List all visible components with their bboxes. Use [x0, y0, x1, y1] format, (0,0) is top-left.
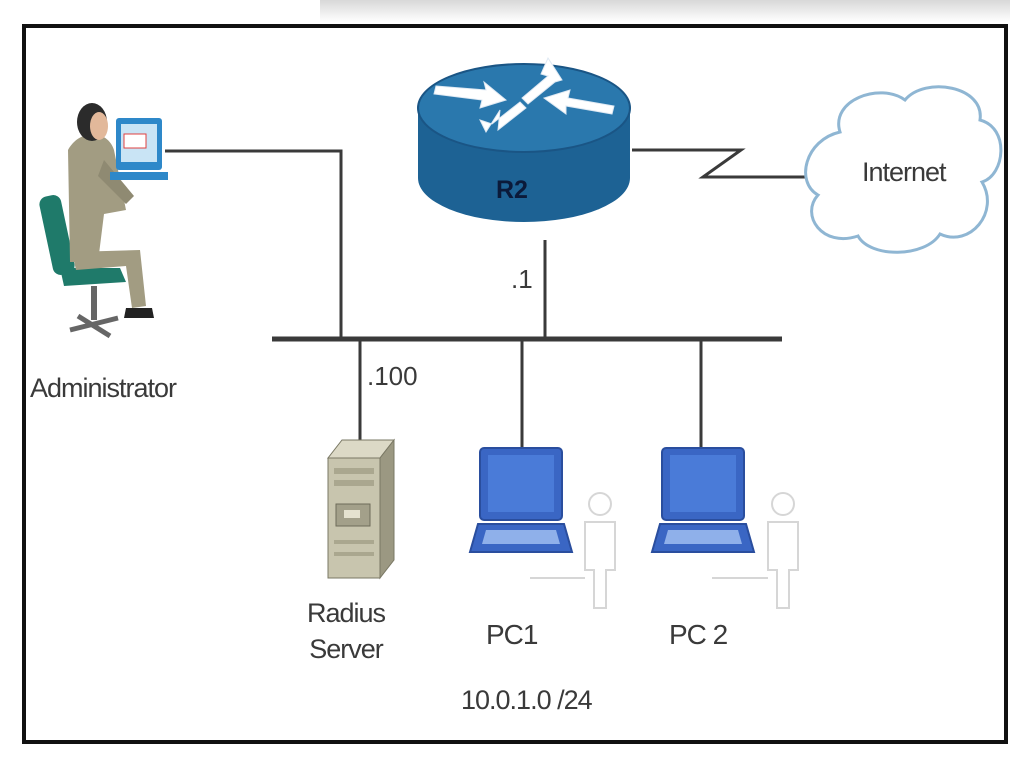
pc1-laptop-icon [468, 447, 574, 553]
pc1-label: PC1 [486, 619, 538, 650]
internet-label: Internet [862, 157, 947, 187]
diagram-border [22, 24, 1008, 744]
router-internet-serial-link [632, 148, 813, 179]
radius-server-label: Radius Server [306, 598, 386, 664]
admin-cable [165, 149, 343, 338]
radius-server-icon [326, 438, 396, 580]
router-ip-label: .1 [511, 264, 533, 294]
subnet-label: 10.0.1.0 /24 [461, 685, 593, 715]
radius-ip-label: .100 [367, 361, 418, 391]
internet-cloud-icon [804, 85, 1003, 254]
administrator-label: Administrator [30, 373, 177, 403]
administrator-icon [39, 103, 168, 339]
router-label: R2 [496, 176, 528, 204]
router-icon [417, 56, 631, 222]
pc2-label: PC 2 [669, 619, 728, 650]
pc2-laptop-icon [650, 447, 756, 553]
pc1-user-icon [530, 492, 616, 609]
pc2-user-icon [712, 492, 799, 609]
top-shadow [320, 0, 1010, 22]
